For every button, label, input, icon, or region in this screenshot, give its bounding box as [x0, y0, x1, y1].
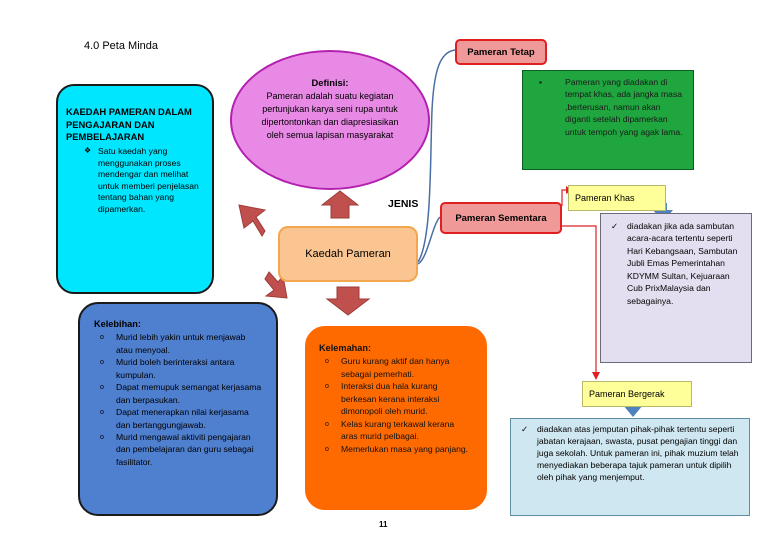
kelemahan-title: Kelemahan: [319, 343, 372, 353]
list-item: o Dapat menerapkan nilai kerjasama dan be… [100, 406, 264, 431]
circle-bullet-icon: o [100, 359, 104, 367]
checkmark-icon: ✓ [521, 424, 529, 434]
list-item: o Kelas kurang terkawal kerana aras muri… [325, 418, 473, 443]
list-item-text: Dapat menerapkan nilai kerjasama dan ber… [116, 407, 249, 430]
kaedah-box-item: ❖ Satu kaedah yang menggunakan proses me… [84, 146, 202, 216]
list-item-text: Memerlukan masa yang panjang. [341, 443, 469, 454]
pameran-tetap-description-box: ▪ Pameran yang diadakan di tempat khas, … [522, 70, 694, 170]
checkmark-icon: ✓ [611, 221, 619, 231]
list-item-text: Guru kurang aktif dan hanya sebagai peme… [341, 356, 450, 379]
pameran-sementara-node: Pameran Sementara [440, 202, 562, 234]
pameran-tetap-text: Pameran yang diadakan di tempat khas, ad… [565, 77, 683, 137]
arrow-down [325, 286, 371, 316]
pameran-sementara-label: Pameran Sementara [455, 212, 547, 224]
pameran-tetap-item: ▪ Pameran yang diadakan di tempat khas, … [533, 76, 685, 138]
kelebihan-title: Kelebihan: [94, 319, 141, 329]
pameran-khas-item: ✓ diadakan jika ada sambutan acara-acara… [611, 220, 745, 307]
list-item-text: Interaksi dua hala kurang berkesan keran… [341, 381, 440, 417]
kaedah-pameran-box: KAEDAH PAMERAN DALAM PENGAJARAN DAN PEMB… [56, 84, 214, 294]
circle-bullet-icon: o [325, 383, 329, 391]
list-item: o Murid lebih yakin untuk menjawab atau m… [100, 331, 264, 356]
circle-bullet-icon: o [325, 358, 329, 366]
kelemahan-box: Kelemahan: o Guru kurang aktif dan hanya … [305, 326, 487, 510]
pameran-bergerak-node: Pameran Bergerak [582, 381, 692, 407]
list-item: o Murid mengawal aktiviti pengajaran dan … [100, 431, 264, 468]
kaedah-box-text: Satu kaedah yang menggunakan proses mend… [98, 146, 199, 215]
square-bullet-icon: ▪ [539, 77, 543, 87]
circle-bullet-icon: o [100, 384, 104, 392]
pameran-bergerak-description-box: ✓ diadakan atas jemputan pihak-pihak ter… [510, 418, 750, 516]
definisi-text: Pameran adalah suatu kegiatan pertunjuka… [261, 90, 399, 140]
circle-bullet-icon: o [100, 334, 104, 342]
circle-bullet-icon: o [100, 433, 104, 441]
list-item-text: Murid boleh berinteraksi antara kumpulan… [116, 357, 235, 380]
pameran-tetap-node: Pameran Tetap [455, 39, 547, 65]
list-item: o Memerlukan masa yang panjang. [325, 443, 473, 455]
diamond-bullet-icon: ❖ [84, 146, 92, 156]
pameran-bergerak-text: diadakan atas jemputan pihak-pihak terte… [537, 424, 739, 483]
kaedah-box-title: KAEDAH PAMERAN DALAM PENGAJARAN DAN PEMB… [66, 106, 192, 143]
center-label: Kaedah Pameran [305, 248, 391, 260]
circle-bullet-icon: o [325, 420, 329, 428]
jenis-label: JENIS [388, 198, 419, 210]
pameran-tetap-label: Pameran Tetap [467, 46, 535, 58]
arrow-upleft [238, 204, 267, 237]
list-item-text: Dapat memupuk semangat kerjasama dan ber… [116, 382, 262, 405]
connector-to-pameran-sementara [417, 216, 441, 265]
page-number: 11 [379, 520, 388, 529]
center-node: Kaedah Pameran [278, 226, 418, 282]
pameran-khas-description-box: ✓ diadakan jika ada sambutan acara-acara… [600, 213, 752, 363]
list-item: o Dapat memupuk semangat kerjasama dan be… [100, 381, 264, 406]
list-item-text: Murid mengawal aktiviti pengajaran dan p… [116, 431, 254, 467]
kelebihan-list: o Murid lebih yakin untuk menjawab atau m… [94, 331, 264, 468]
pameran-khas-text: diadakan jika ada sambutan acara-acara t… [627, 221, 738, 306]
definisi-ellipse: Definisi: Pameran adalah suatu kegiatan … [230, 50, 430, 190]
circle-bullet-icon: o [100, 409, 104, 417]
list-item-text: Murid lebih yakin untuk menjawab atau me… [116, 332, 246, 355]
arrowhead-bergerak [592, 372, 600, 380]
kelebihan-box: Kelebihan: o Murid lebih yakin untuk menj… [78, 302, 278, 516]
pameran-bergerak-label: Pameran Bergerak [589, 389, 665, 399]
list-item: o Interaksi dua hala kurang berkesan ker… [325, 380, 473, 417]
section-title: 4.0 Peta Minda [84, 40, 158, 52]
list-item-text: Kelas kurang terkawal kerana aras murid … [341, 418, 455, 442]
arrow-up [320, 190, 360, 219]
connector-to-pameran-bergerak [562, 225, 597, 374]
pameran-khas-label: Pameran Khas [575, 193, 635, 203]
pameran-khas-node: Pameran Khas [568, 185, 666, 211]
list-item: o Murid boleh berinteraksi antara kumpula… [100, 356, 264, 381]
circle-bullet-icon: o [325, 445, 329, 453]
kelemahan-list: o Guru kurang aktif dan hanya sebagai pem… [319, 355, 473, 455]
list-item: o Guru kurang aktif dan hanya sebagai pem… [325, 355, 473, 380]
connector-to-pameran-khas [561, 189, 566, 206]
pameran-bergerak-item: ✓ diadakan atas jemputan pihak-pihak ter… [521, 423, 741, 483]
definisi-title: Definisi: [311, 77, 349, 88]
